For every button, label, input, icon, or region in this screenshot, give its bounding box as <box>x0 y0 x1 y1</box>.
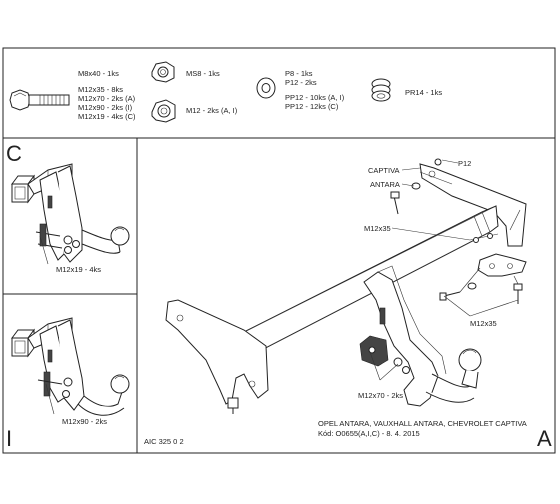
bolt-label-m8x40: M8x40 - 1ks <box>78 69 119 78</box>
diagram-frame <box>2 47 556 454</box>
main-assembly-panel: A <box>165 158 552 451</box>
side-bracket-bolts-icon <box>439 253 527 304</box>
washer-icon <box>256 77 276 99</box>
bolt-icon <box>9 89 70 111</box>
bolt-label-m12x19: M12x19 - 4ks (C) <box>78 112 136 121</box>
variant-c-panel: C <box>6 141 130 274</box>
washer-label-p12: P12 - 2ks <box>285 78 317 87</box>
hitch-arm-bracket <box>39 319 125 416</box>
p12-label: P12 <box>458 159 471 168</box>
hitch-arm <box>363 265 475 407</box>
tow-ball-icon <box>458 348 482 389</box>
washer-label-p8: P8 - 1ks <box>285 69 313 78</box>
washer-label-pp12-c: PP12 - 12ks (C) <box>285 102 339 111</box>
mounting-bolts-icon <box>35 223 80 265</box>
drawing-code-date-label: Kód: O0655(A,I,C) - 8. 4. 2015 <box>318 429 420 438</box>
variant-i-panel: I M12x90 - 2ks AIC 325 0 2 <box>6 317 184 451</box>
nut-m8-label: MS8 - 1ks <box>186 69 220 78</box>
vehicle-models-label: OPEL ANTARA, VAUXHALL ANTARA, CHEVROLET … <box>318 419 527 428</box>
bolt-m12x35-top-label: M12x35 <box>364 224 391 233</box>
washer-label-pp12-ai: PP12 - 10ks (A, I) <box>285 93 345 102</box>
tow-ball-icon <box>110 226 130 246</box>
variant-c-letter: C <box>6 141 22 166</box>
bolt-m12x35-right-label: M12x35 <box>470 319 497 328</box>
hitch-arm-bracket <box>39 165 121 263</box>
nut-m12-label: M12 - 2ks (A, I) <box>186 106 238 115</box>
parts-list: M8x40 - 1ks M12x35 - 8ks M12x70 - 2ks (A… <box>9 61 442 123</box>
nut-m12-icon <box>151 99 176 123</box>
tow-ball-icon <box>110 374 130 394</box>
bolt-label-m12x35: M12x35 - 8ks <box>78 85 123 94</box>
right-mounting-bracket <box>419 163 527 247</box>
spring-washer-label: PR14 - 1ks <box>405 88 442 97</box>
variant-i-letter: I <box>6 426 12 451</box>
captiva-label: CAPTIVA <box>368 166 400 175</box>
socket-plate-icon <box>359 335 410 374</box>
variant-c-bolt-label: M12x19 - 4ks <box>56 265 101 274</box>
mounting-bolts-icon <box>37 371 73 415</box>
drawing-code-label: AIC 325 0 2 <box>144 437 184 446</box>
nut-m8-icon <box>151 61 175 83</box>
left-mounting-bracket <box>165 299 269 414</box>
spring-washer-icon <box>371 78 391 102</box>
bolt-m12x70-label: M12x70 - 2ks <box>358 391 403 400</box>
bolt-label-m12x90: M12x90 - 2ks (I) <box>78 103 133 112</box>
mounting-bolts-icon <box>390 158 499 243</box>
variant-i-bolt-label: M12x90 - 2ks <box>62 417 107 426</box>
variant-a-letter: A <box>537 426 552 451</box>
bolt-label-m12x70: M12x70 - 2ks (A) <box>78 94 136 103</box>
antara-label: ANTARA <box>370 180 400 189</box>
